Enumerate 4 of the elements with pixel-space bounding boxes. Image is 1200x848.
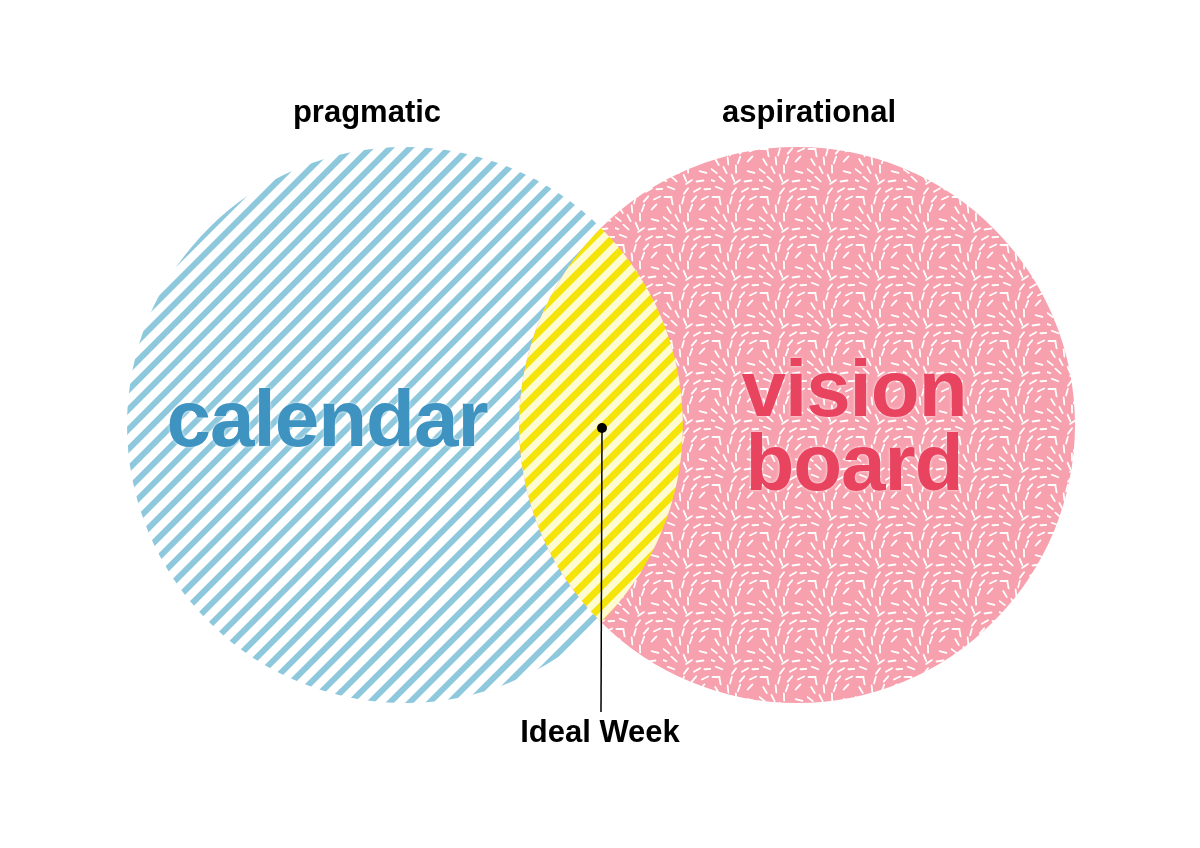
- leader-line: [597, 423, 607, 713]
- circle-heading: pragmatic: [291, 94, 443, 130]
- leader-label: Ideal Week: [519, 714, 681, 750]
- circle-heading: aspirational: [721, 94, 897, 130]
